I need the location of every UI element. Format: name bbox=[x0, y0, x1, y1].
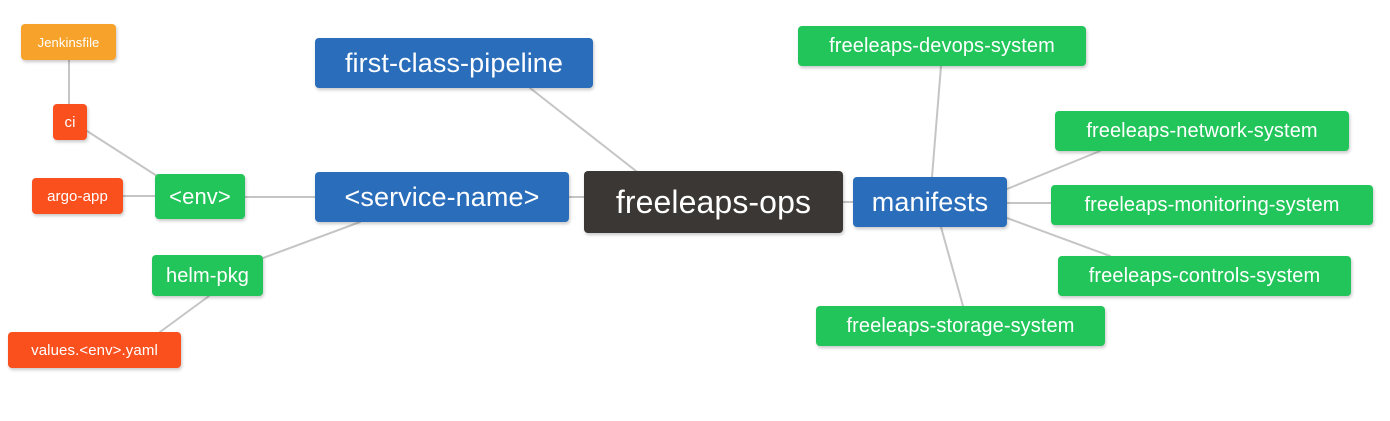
edge-values-env-yaml-to-helm-pkg bbox=[159, 295, 210, 333]
node-monitoring-system[interactable]: freeleaps-monitoring-system bbox=[1051, 185, 1373, 225]
node-jenkinsfile[interactable]: Jenkinsfile bbox=[21, 24, 116, 60]
node-env[interactable]: <env> bbox=[155, 174, 245, 219]
node-service-name[interactable]: <service-name> bbox=[315, 172, 569, 222]
edge-manifests-to-network-system bbox=[1006, 150, 1101, 190]
node-label: argo-app bbox=[47, 187, 108, 205]
node-values-env-yaml[interactable]: values.<env>.yaml bbox=[8, 332, 181, 368]
node-devops-system[interactable]: freeleaps-devops-system bbox=[798, 26, 1086, 66]
edge-manifests-to-devops-system bbox=[931, 65, 942, 178]
node-storage-system[interactable]: freeleaps-storage-system bbox=[816, 306, 1105, 346]
node-label: first-class-pipeline bbox=[344, 47, 564, 78]
node-label: freeleaps-devops-system bbox=[829, 35, 1055, 57]
node-helm-pkg[interactable]: helm-pkg bbox=[152, 255, 263, 296]
node-manifests[interactable]: manifests bbox=[853, 177, 1007, 227]
node-network-system[interactable]: freeleaps-network-system bbox=[1055, 111, 1349, 151]
node-first-class-pipeline[interactable]: first-class-pipeline bbox=[315, 38, 593, 88]
node-freeleaps-ops[interactable]: freeleaps-ops bbox=[584, 171, 843, 233]
edge-manifests-to-storage-system bbox=[940, 226, 964, 307]
node-label: freeleaps-storage-system bbox=[846, 315, 1075, 337]
node-label: freeleaps-monitoring-system bbox=[1084, 194, 1340, 216]
edge-ci-to-env bbox=[86, 130, 158, 177]
node-label: ci bbox=[64, 113, 76, 131]
node-label: freeleaps-ops bbox=[615, 184, 812, 220]
node-label: freeleaps-controls-system bbox=[1088, 265, 1321, 287]
node-label: manifests bbox=[871, 186, 989, 217]
node-ci[interactable]: ci bbox=[53, 104, 87, 140]
node-label: values.<env>.yaml bbox=[31, 341, 158, 359]
node-argo-app[interactable]: argo-app bbox=[32, 178, 123, 214]
node-label: <env> bbox=[169, 183, 231, 209]
edge-helm-pkg-to-service-name bbox=[262, 221, 361, 259]
node-label: Jenkinsfile bbox=[37, 34, 100, 50]
node-controls-system[interactable]: freeleaps-controls-system bbox=[1058, 256, 1351, 296]
edge-first-class-pipeline-to-freeleaps-ops bbox=[529, 87, 637, 172]
node-label: freeleaps-network-system bbox=[1086, 120, 1318, 142]
node-label: <service-name> bbox=[344, 181, 540, 212]
node-label: helm-pkg bbox=[165, 264, 250, 287]
